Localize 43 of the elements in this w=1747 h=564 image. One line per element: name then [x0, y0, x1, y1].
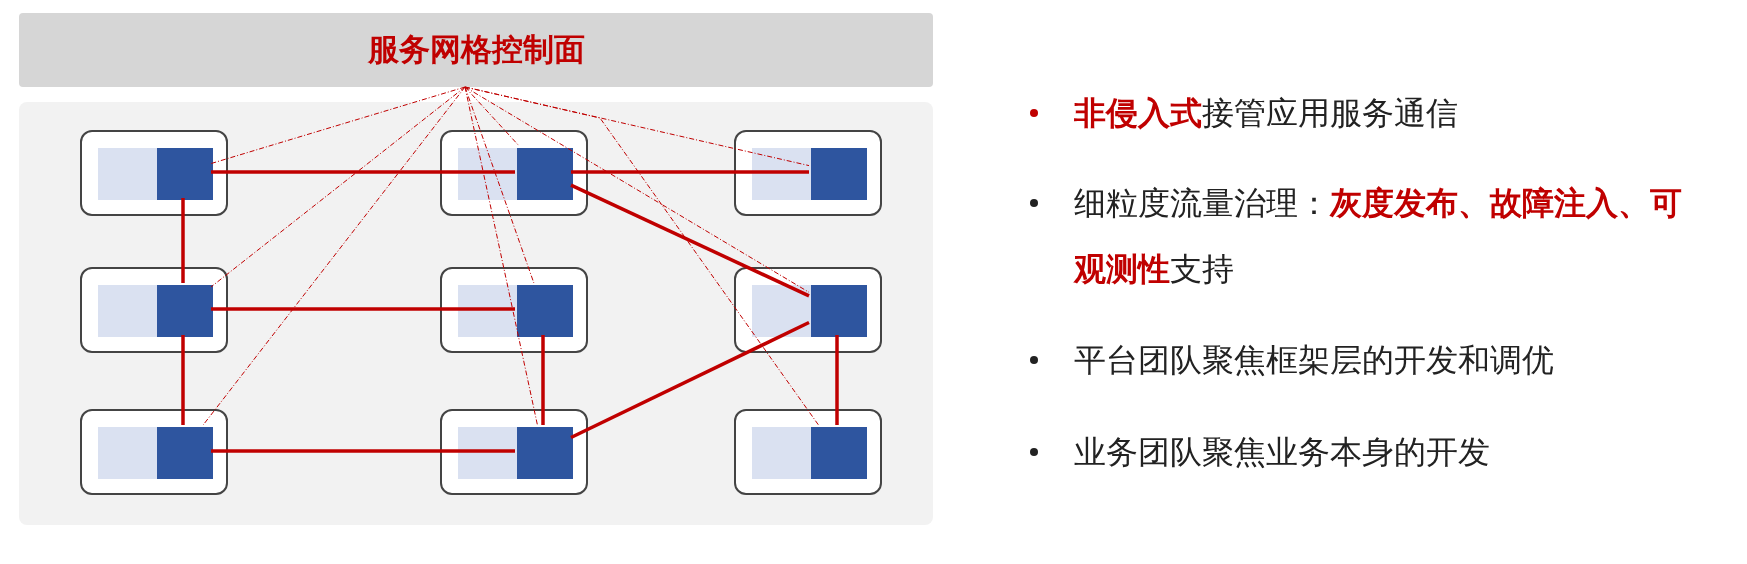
sidecar-box	[811, 148, 867, 200]
bullet-text: 业务团队聚焦业务本身的开发	[1074, 432, 1491, 473]
service-box	[734, 409, 882, 495]
service-box	[440, 267, 588, 353]
control-link	[464, 86, 819, 426]
service-link	[570, 320, 810, 440]
service-box	[734, 267, 882, 353]
service-link	[211, 170, 515, 174]
bullet-text: 非侵入式接管应用服务通信	[1074, 93, 1459, 134]
bullet-text: 平台团队聚焦框架层的开发和调优	[1074, 340, 1555, 381]
control-link	[464, 86, 538, 426]
control-plane-band	[19, 13, 933, 87]
sidecar-box	[157, 148, 213, 200]
control-link	[210, 86, 466, 288]
sidecar-box	[157, 427, 213, 479]
service-link	[181, 198, 185, 283]
bullet-text: 细粒度流量治理：灰度发布、故障注入、可观测性支持	[1074, 183, 1683, 290]
service-box	[734, 130, 882, 216]
service-box	[80, 409, 228, 495]
control-link	[464, 86, 535, 284]
service-box	[80, 267, 228, 353]
sidecar-box	[811, 285, 867, 337]
service-link	[211, 307, 515, 311]
service-link	[211, 449, 515, 453]
sidecar-box	[517, 148, 573, 200]
sidecar-box	[517, 285, 573, 337]
band-title: 服务网格控制面	[367, 30, 585, 69]
service-link	[570, 183, 810, 298]
data-plane-panel	[19, 102, 933, 525]
sidecar-box	[517, 427, 573, 479]
sidecar-box	[157, 285, 213, 337]
control-link	[464, 86, 520, 147]
service-box	[440, 409, 588, 495]
service-link	[835, 335, 839, 425]
control-link	[464, 86, 810, 293]
service-link	[571, 170, 809, 174]
service-box	[80, 130, 228, 216]
control-link	[210, 86, 466, 165]
service-link	[541, 335, 545, 425]
control-link	[202, 86, 466, 426]
service-box	[440, 130, 588, 216]
sidecar-box	[811, 427, 867, 479]
service-link	[181, 335, 185, 425]
